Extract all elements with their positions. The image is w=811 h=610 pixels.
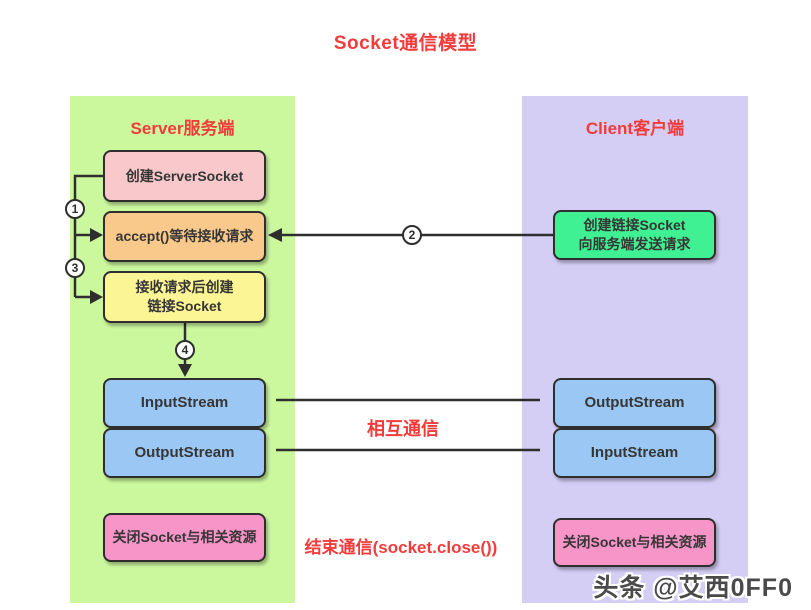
server-box-outputstream: OutputStream [103,428,266,478]
server-box-create-link-socket: 接收请求后创建 链接Socket [103,271,266,323]
server-box-create-serversocket-label: 创建ServerSocket [125,167,244,184]
client-box-close-socket-label: 关闭Socket与相关资源 [562,534,707,551]
server-box-create-link-socket-line2: 链接Socket [147,298,222,314]
server-box-inputstream-label: InputStream [140,393,229,411]
client-box-outputstream: OutputStream [553,378,716,428]
server-box-create-link-socket-line1: 接收请求后创建 [135,279,234,296]
server-box-inputstream: InputStream [103,378,266,428]
watermark: 头条 @艾西0FF0 [593,574,793,602]
mutual-communication-label: 相互通信 [367,419,439,439]
client-box-outputstream-label: OutputStream [584,393,685,411]
step-2-badge: 2 [402,225,422,245]
step-1-badge: 1 [65,199,85,219]
server-box-accept-label: accept()等待接收请求 [115,228,254,245]
step-3-badge: 3 [65,258,85,278]
diagram-title: Socket通信模型 [333,33,478,54]
client-box-create-socket-line2: 向服务端发送请求 [578,236,691,252]
client-box-create-socket: 创建链接Socket 向服务端发送请求 [553,210,716,260]
client-box-inputstream: InputStream [553,428,716,478]
close-communication-label: 结束通信(socket.close()) [304,538,498,557]
client-panel-title: Client客户端 [585,119,685,138]
client-box-create-socket-line1: 创建链接Socket [583,217,686,234]
server-box-accept: accept()等待接收请求 [103,211,266,262]
server-box-close-socket: 关闭Socket与相关资源 [103,513,266,562]
server-box-close-socket-label: 关闭Socket与相关资源 [112,529,257,546]
client-box-inputstream-label: InputStream [590,443,679,461]
server-box-outputstream-label: OutputStream [134,443,235,461]
server-panel-title: Server服务端 [130,119,235,138]
server-box-create-serversocket: 创建ServerSocket [103,150,266,202]
step-4-badge: 4 [175,340,195,360]
client-box-close-socket: 关闭Socket与相关资源 [553,518,716,567]
